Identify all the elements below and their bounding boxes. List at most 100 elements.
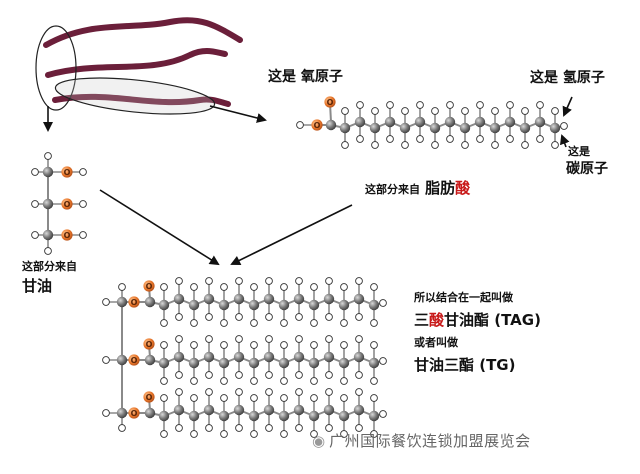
hydrogen-atom: [280, 377, 288, 385]
hydrogen-atom: [379, 357, 387, 365]
carbon-atom: [323, 404, 335, 416]
carbon-atom: [188, 410, 200, 422]
hydrogen-atom: [370, 341, 378, 349]
hydrogen-atom: [355, 277, 363, 285]
hydrogen-atom: [295, 277, 303, 285]
carbon-atom: [263, 404, 275, 416]
carbon-atom: [218, 357, 230, 369]
hydrogen-atom: [476, 101, 484, 109]
hydrogen-atom: [491, 107, 499, 115]
hydrogen-atom: [250, 319, 258, 327]
hydrogen-atom: [220, 394, 228, 402]
hydrogen-atom: [310, 430, 318, 438]
carbon-atom: [444, 116, 456, 128]
hydrogen-atom: [370, 319, 378, 327]
carbon-atom: [144, 354, 156, 366]
hydrogen-atom: [370, 394, 378, 402]
hydrogen-atom: [175, 313, 183, 321]
carbon-label-line1: 这是: [568, 145, 590, 158]
carbon-atom: [293, 293, 305, 305]
hydrogen-atom: [190, 430, 198, 438]
carbon-atom: [173, 293, 185, 305]
hydrogen-atom: [476, 135, 484, 143]
hydrogen-atom: [265, 313, 273, 321]
oxygen-symbol: O: [146, 282, 153, 291]
hydrogen-atom: [325, 424, 333, 432]
carbon-atom: [323, 351, 335, 363]
carbon-atom: [338, 410, 350, 422]
hydrogen-atom: [175, 277, 183, 285]
arrow-hydrogen-pointer: [562, 96, 573, 117]
hydrogen-atom: [356, 101, 364, 109]
fatty-acid-source-label: 这部分来自 脂肪酸: [365, 180, 470, 196]
arrow-to-fatty-acid: [209, 105, 267, 123]
hydrogen-atom: [295, 335, 303, 343]
or-called-label: 或者叫做: [414, 336, 458, 349]
carbon-atom: [399, 122, 411, 134]
carbon-atom: [338, 299, 350, 311]
oxygen-symbol: O: [64, 231, 71, 240]
hydrogen-atom: [220, 341, 228, 349]
carbon-atom: [489, 122, 501, 134]
hydrogen-atom: [235, 335, 243, 343]
hydrogen-atom: [190, 394, 198, 402]
hydrogen-atom: [280, 283, 288, 291]
hydrogen-atom: [446, 101, 454, 109]
hydrogen-atom: [340, 394, 348, 402]
watermark-text: 广州国际餐饮连锁加盟展览会: [329, 432, 531, 450]
carbon-atom: [173, 404, 185, 416]
hydrogen-atom: [160, 377, 168, 385]
hydrogen-atom: [401, 107, 409, 115]
hydrogen-atom: [560, 122, 568, 130]
carbon-atom: [248, 410, 260, 422]
carbon-atom: [248, 299, 260, 311]
carbon-atom: [293, 404, 305, 416]
carbon-atom: [218, 410, 230, 422]
hydrogen-atom: [160, 430, 168, 438]
hydrogen-atom: [220, 430, 228, 438]
hydrogen-atom: [175, 335, 183, 343]
arrows: [43, 96, 573, 266]
hydrogen-atom: [551, 107, 559, 115]
hydrogen-atom: [205, 424, 213, 432]
carbon-atom: [158, 299, 170, 311]
hydrogen-atom: [355, 388, 363, 396]
carbon-atom: [278, 357, 290, 369]
arrow-carbon-pointer: [560, 134, 570, 148]
oxygen-atom: [324, 96, 336, 108]
hydrogen-atom: [160, 283, 168, 291]
hydrogen-atom: [235, 371, 243, 379]
hydrogen-atom: [265, 277, 273, 285]
hydrogen-atom: [355, 313, 363, 321]
carbon-atom: [414, 116, 426, 128]
oxygen-atom: [143, 391, 155, 403]
carbon-label-line2: 碳原子: [566, 161, 608, 177]
carbon-atom: [549, 122, 561, 134]
hydrogen-atom: [265, 335, 273, 343]
carbon-atom: [353, 404, 365, 416]
hydrogen-atom: [235, 277, 243, 285]
hydrogen-atom: [205, 335, 213, 343]
hydrogen-atom: [250, 394, 258, 402]
oxygen-atom: [143, 338, 155, 350]
hydrogen-atom: [295, 313, 303, 321]
hydrogen-atom: [340, 377, 348, 385]
hydrogen-atom: [205, 388, 213, 396]
hydrogen-atom: [31, 200, 39, 208]
hydrogen-atom: [356, 135, 364, 143]
carbon-atom: [263, 351, 275, 363]
hydrogen-atom: [118, 424, 126, 432]
carbon-atom: [173, 351, 185, 363]
hydrogen-atom: [521, 107, 529, 115]
hydrogen-atom: [235, 313, 243, 321]
hydrogen-atom: [310, 341, 318, 349]
fatty-acid-prefix: 这部分来自: [365, 183, 420, 196]
hydrogen-atom: [79, 200, 87, 208]
hydrogen-atom: [44, 152, 52, 160]
hydrogen-atom: [340, 430, 348, 438]
oxygen-symbol: O: [131, 356, 138, 365]
hydrogen-atom: [431, 141, 439, 149]
hydrogen-atom: [280, 394, 288, 402]
